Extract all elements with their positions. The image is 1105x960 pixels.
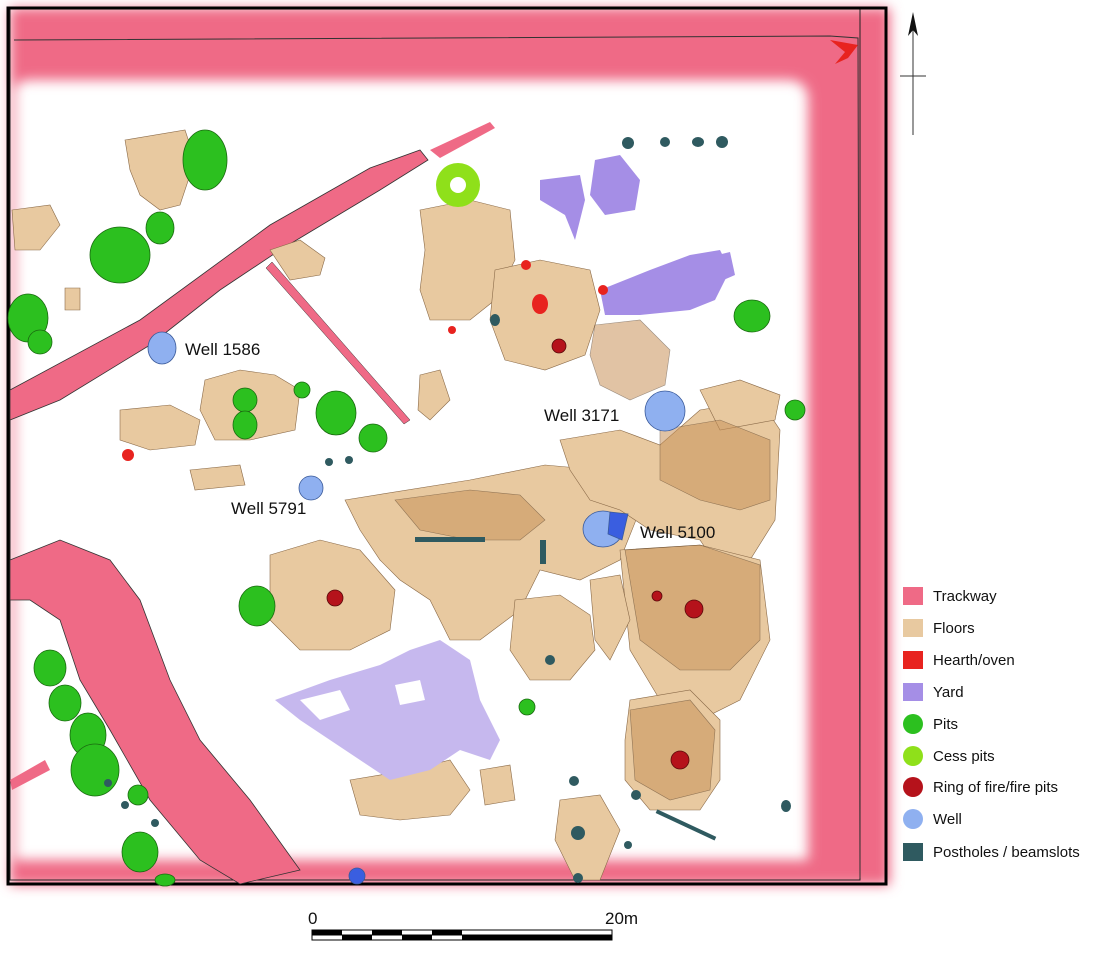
legend-item-floors: Floors [903, 619, 975, 637]
svg-text:Floors: Floors [933, 620, 975, 637]
pit-features [7, 129, 806, 887]
legend-item-fire-pits: Ring of fire/fire pits [903, 777, 1058, 797]
scale-start-label: 0 [308, 909, 317, 928]
svg-text:Ring of fire/fire pits: Ring of fire/fire pits [933, 779, 1058, 796]
fire-pit-features [326, 338, 704, 770]
legend-item-trackway: Trackway [903, 587, 997, 605]
legend-item-hearth-oven: Hearth/oven [903, 651, 1015, 669]
svg-text:Pits: Pits [933, 716, 958, 733]
legend-item-well: Well [903, 809, 962, 829]
legend-item-postholes: Postholes / beamslots [903, 843, 1080, 861]
well-3171-label: Well 3171 [544, 406, 619, 425]
well-5100-label: Well 5100 [640, 523, 715, 542]
scale-end-label: 20m [605, 909, 638, 928]
posthole-features [104, 136, 791, 883]
svg-text:Trackway: Trackway [933, 588, 997, 605]
svg-text:Postholes / beamslots: Postholes / beamslots [933, 844, 1080, 861]
svg-text:Well: Well [933, 811, 962, 828]
svg-text:Yard: Yard [933, 684, 964, 701]
legend-item-yard: Yard [903, 683, 964, 701]
well-5791-label: Well 5791 [231, 499, 306, 518]
cess-pit-feature [436, 163, 480, 207]
scale-bar: 0 20m [308, 909, 638, 941]
legend-item-cess-pits: Cess pits [903, 746, 995, 766]
map-legend: Trackway Floors Hearth/oven Yard Pits Ce… [903, 587, 1080, 861]
map-frame [6, 6, 888, 886]
well-1586-label: Well 1586 [185, 340, 260, 359]
svg-text:Hearth/oven: Hearth/oven [933, 652, 1015, 669]
well-features [147, 331, 686, 885]
north-arrow-icon [900, 12, 926, 135]
hearth-features [122, 260, 608, 461]
trackway-main [9, 122, 495, 885]
yard-features [275, 155, 735, 780]
legend-item-pits: Pits [903, 714, 958, 734]
svg-text:Cess pits: Cess pits [933, 748, 995, 765]
